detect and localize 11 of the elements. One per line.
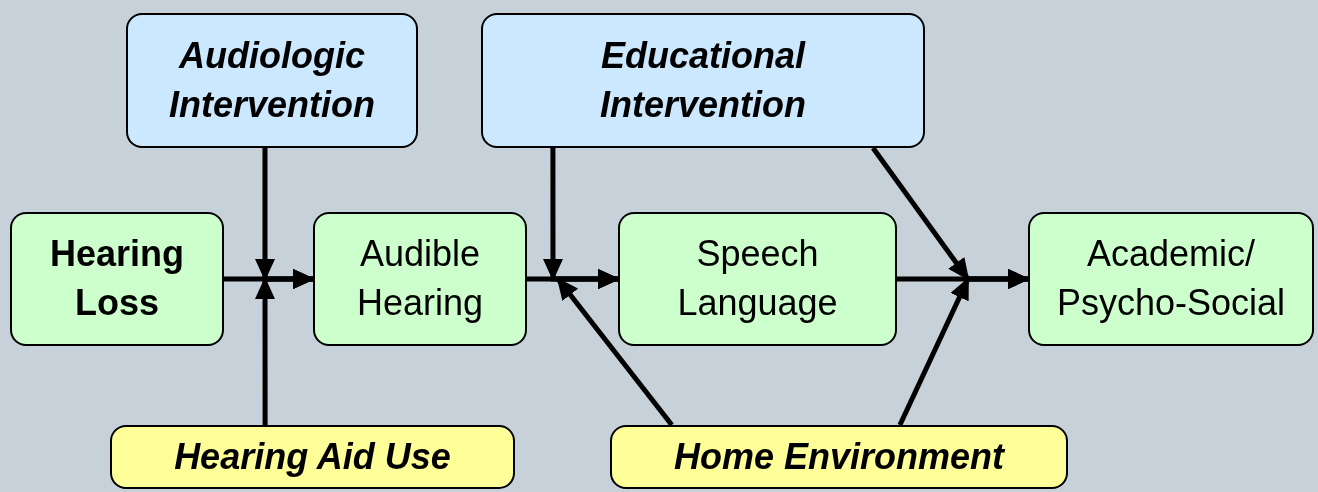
- factor-box: Hearing Aid Use: [110, 425, 515, 489]
- intervention-box: Audiologic Intervention: [126, 13, 418, 148]
- stage-box: Academic/ Psycho-Social: [1028, 212, 1314, 346]
- arrow: [897, 269, 1028, 427]
- arrow: [255, 269, 313, 425]
- arrow: [552, 269, 674, 427]
- stage-box: Audible Hearing: [313, 212, 527, 346]
- intervention-box: Educational Intervention: [481, 13, 925, 148]
- stage-box: Speech Language: [618, 212, 897, 346]
- stage-box: Hearing Loss: [10, 212, 224, 346]
- factor-box: Home Environment: [610, 425, 1068, 489]
